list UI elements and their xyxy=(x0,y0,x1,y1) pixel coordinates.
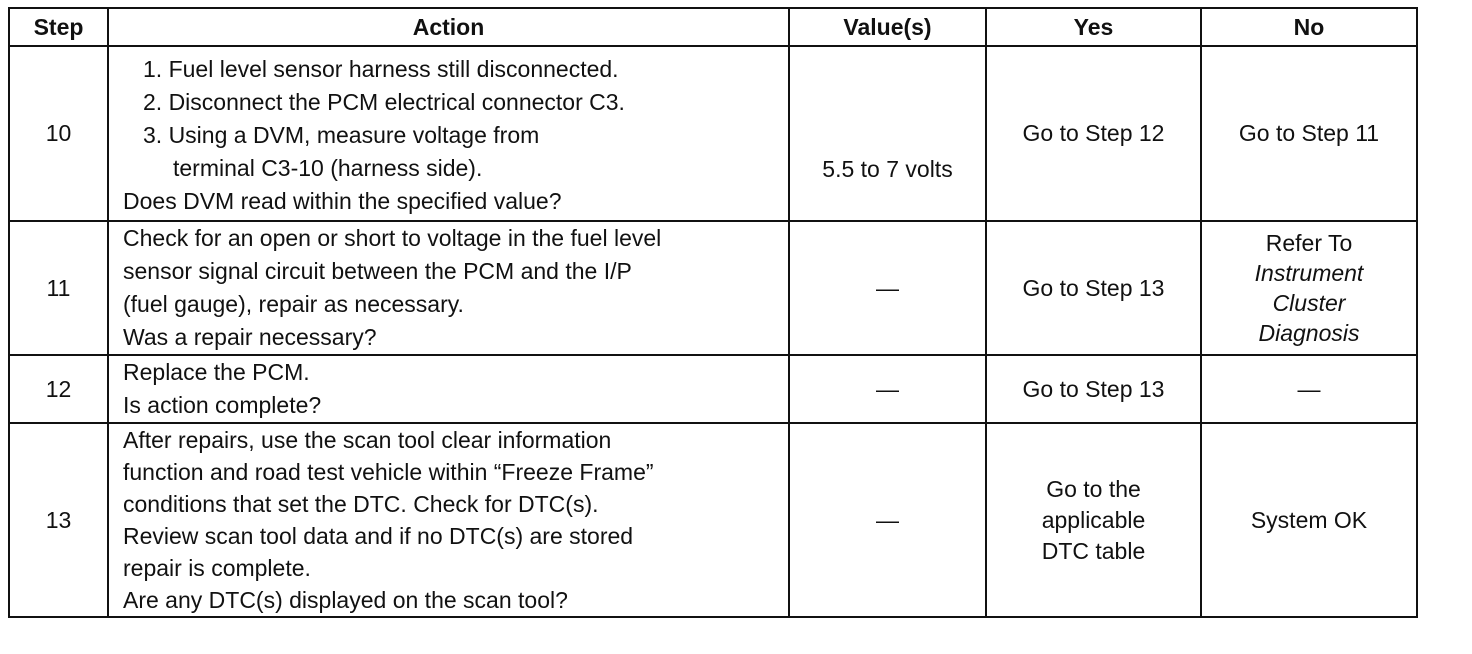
no-text: System OK xyxy=(1250,506,1368,533)
value-dash: — xyxy=(876,274,899,301)
action-line: Is action complete? xyxy=(123,392,322,418)
yes-text: applicable xyxy=(1041,506,1146,533)
yes-text: Go to Step 13 xyxy=(1022,274,1165,301)
yes-text: DTC table xyxy=(1041,537,1146,564)
step-number: 13 xyxy=(8,422,109,618)
no-text: Go to Step 11 xyxy=(1238,120,1380,146)
action-line: Check for an open or short to voltage in… xyxy=(123,225,662,251)
action-line: Are any DTC(s) displayed on the scan too… xyxy=(123,587,568,613)
action-line: conditions that set the DTC. Check for D… xyxy=(123,491,599,517)
value-cell: 5.5 to 7 volts xyxy=(788,45,987,222)
action-line: function and road test vehicle within “F… xyxy=(123,459,654,485)
step-number: 12 xyxy=(8,354,109,424)
action-line: Replace the PCM. xyxy=(123,359,310,385)
action-line: 2. Disconnect the PCM electrical connect… xyxy=(143,89,625,115)
action-cell: After repairs, use the scan tool clear i… xyxy=(107,422,790,618)
header-yes: Yes xyxy=(985,7,1202,47)
action-line: sensor signal circuit between the PCM an… xyxy=(123,258,632,284)
no-cell: — xyxy=(1200,354,1418,424)
action-line: (fuel gauge), repair as necessary. xyxy=(123,291,464,317)
step-number: 10 xyxy=(8,45,109,222)
yes-cell: Go to Step 12 xyxy=(985,45,1202,222)
table-row-step-12: 12 Replace the PCM. Is action complete? … xyxy=(8,354,1418,424)
header-value: Value(s) xyxy=(788,7,987,47)
no-text-italic: Instrument xyxy=(1254,260,1364,286)
action-line: repair is complete. xyxy=(123,555,311,581)
yes-cell: Go to Step 13 xyxy=(985,354,1202,424)
header-action: Action xyxy=(107,7,790,47)
table-row-step-13: 13 After repairs, use the scan tool clea… xyxy=(8,422,1418,618)
value-dash: — xyxy=(876,375,899,402)
action-cell: Replace the PCM. Is action complete? xyxy=(107,354,790,424)
table-row-step-10: 10 1. Fuel level sensor harness still di… xyxy=(8,45,1418,222)
action-line: Was a repair necessary? xyxy=(123,324,377,350)
value-cell: — xyxy=(788,220,987,356)
action-line: 3. Using a DVM, measure voltage from xyxy=(143,122,540,148)
yes-text: Go to the xyxy=(1046,475,1141,502)
action-cell: Check for an open or short to voltage in… xyxy=(107,220,790,356)
value-cell: — xyxy=(788,422,987,618)
value-cell: — xyxy=(788,354,987,424)
action-line: terminal C3-10 (harness side). xyxy=(173,155,483,181)
value-dash: — xyxy=(876,506,899,533)
header-step: Step xyxy=(8,7,109,47)
no-dash: — xyxy=(1297,375,1321,402)
yes-text: Go to Step 13 xyxy=(1022,375,1165,402)
action-line: Does DVM read within the specified value… xyxy=(123,188,562,214)
header-row: Step Action Value(s) Yes No xyxy=(8,7,1418,47)
no-text: Refer To xyxy=(1265,230,1353,256)
header-no: No xyxy=(1200,7,1418,47)
yes-cell: Go to the applicable DTC table xyxy=(985,422,1202,618)
action-line: After repairs, use the scan tool clear i… xyxy=(123,427,612,453)
yes-text: Go to Step 12 xyxy=(1022,120,1165,146)
no-cell: Go to Step 11 xyxy=(1200,45,1418,222)
action-line: Review scan tool data and if no DTC(s) a… xyxy=(123,523,634,549)
step-number: 11 xyxy=(8,220,109,356)
value-text: 5.5 to 7 volts xyxy=(822,156,953,182)
no-cell: Refer To Instrument Cluster Diagnosis xyxy=(1200,220,1418,356)
no-cell: System OK xyxy=(1200,422,1418,618)
yes-cell: Go to Step 13 xyxy=(985,220,1202,356)
no-text-italic: Cluster xyxy=(1272,290,1346,316)
no-text-italic: Diagnosis xyxy=(1258,320,1360,346)
action-line: 1. Fuel level sensor harness still disco… xyxy=(143,56,619,82)
table-row-step-11: 11 Check for an open or short to voltage… xyxy=(8,220,1418,356)
action-cell: 1. Fuel level sensor harness still disco… xyxy=(107,45,790,222)
diagnostic-table: Step Action Value(s) Yes No 10 1. Fuel l… xyxy=(8,7,1418,618)
